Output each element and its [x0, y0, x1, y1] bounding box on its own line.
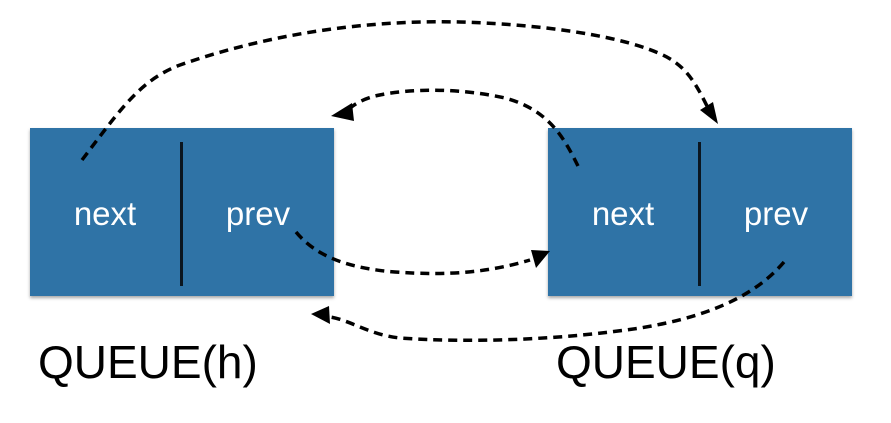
pointer-h-next-to-q [80, 20, 710, 162]
pointer-q-prev-to-h [329, 260, 786, 343]
arrowhead-h-prev-to-q [531, 250, 550, 268]
queue-node-h: next prev [30, 128, 334, 296]
caption-queue-h: QUEUE(h) [38, 336, 258, 388]
node-h-prev-field: prev [225, 195, 291, 232]
caption-queue-q: QUEUE(q) [556, 336, 776, 388]
node-h-divider [180, 142, 183, 286]
arrowhead-q-next-to-h [331, 103, 354, 121]
node-q-next-field: next [591, 195, 655, 232]
arrowhead-q-prev-to-h [311, 306, 330, 324]
queue-node-q: next prev [548, 128, 852, 296]
node-q-divider [698, 142, 701, 286]
node-q-prev-field: prev [743, 195, 809, 232]
arrowhead-h-next-to-q [700, 102, 718, 124]
node-h-next-field: next [73, 195, 137, 232]
pointer-h-prev-to-q [294, 230, 531, 276]
pointer-q-next-to-h [346, 88, 580, 167]
